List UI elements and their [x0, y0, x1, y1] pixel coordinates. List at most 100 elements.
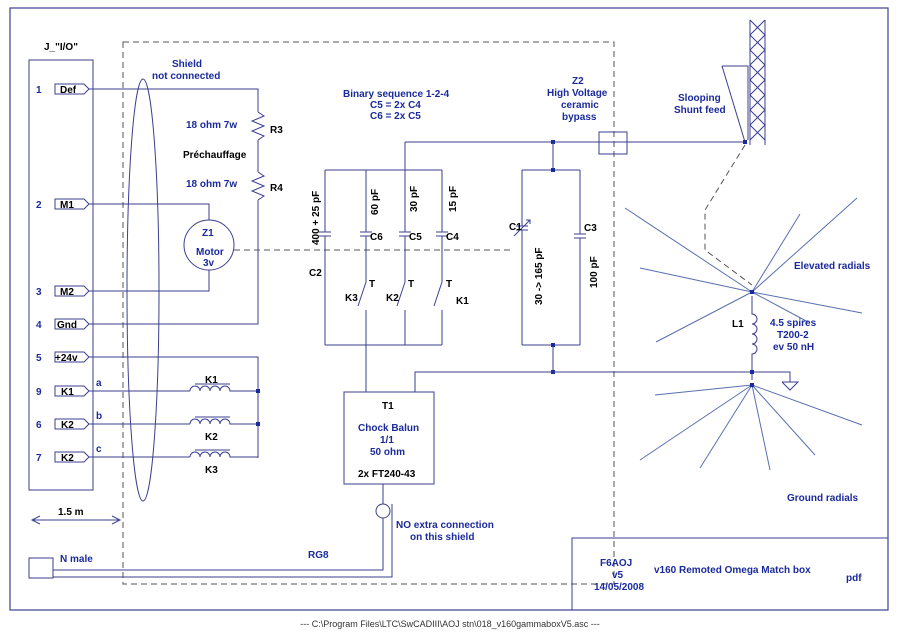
box-enclosure	[122, 41, 615, 585]
pin-numbers: 1 2 3 4 5 9 6 7	[36, 85, 42, 464]
relay-coils	[189, 383, 235, 458]
pin-tags	[54, 83, 90, 463]
z2-line-2: ceramic	[561, 100, 599, 111]
z2-bypass	[598, 131, 628, 155]
ground-radials-label: Ground radials	[787, 493, 859, 504]
connector-title: J_"I/O"	[44, 42, 78, 53]
c6-ref: C6	[370, 232, 383, 243]
svg-text:4: 4	[36, 320, 42, 331]
c4-value: 15 pF	[448, 186, 459, 212]
ground-wire	[414, 371, 752, 392]
ground-radials	[639, 384, 863, 471]
motor-volt: 3v	[203, 258, 215, 269]
shield-label-1: Shield	[172, 59, 202, 70]
binary-line-2: C5 = 2x C4	[370, 100, 421, 111]
no-extra-1: NO extra connection	[396, 520, 494, 531]
c3-value: 100 pF	[589, 256, 600, 288]
balun-line-4: 2x FT240-43	[358, 469, 416, 480]
svg-text:K2: K2	[61, 453, 74, 464]
wire-b: b	[96, 411, 102, 422]
balun-line-1: Chock Balun	[358, 423, 419, 434]
c2-value: 400 + 25 pF	[311, 191, 322, 245]
svg-text:K1: K1	[61, 387, 74, 398]
wire-c: c	[96, 444, 102, 455]
svg-text:M2: M2	[60, 287, 74, 298]
file-path-footer: --- C:\Program Files\LTC\SwCADIII\AOJ st…	[300, 619, 599, 629]
svg-text:K2: K2	[61, 420, 74, 431]
svg-text:5: 5	[36, 353, 42, 364]
tb-format: pdf	[846, 573, 862, 584]
balun-ref: T1	[382, 401, 394, 412]
c1-value: 30 -> 165 pF	[534, 247, 545, 305]
coil-k3-label: K3	[205, 465, 218, 476]
coax-shield-ring	[375, 503, 391, 519]
svg-text:3: 3	[36, 287, 42, 298]
c3-ref: C3	[584, 223, 597, 234]
contact-t-3: T	[446, 279, 452, 290]
c4-ref: C4	[446, 232, 459, 243]
sheet-border	[9, 7, 889, 611]
binary-line-1: Binary sequence 1-2-4	[343, 89, 450, 100]
c2-ref: C2	[309, 268, 322, 279]
shield-label-2: not connected	[152, 71, 220, 82]
binary-line-3: C6 = 2x C5	[370, 111, 421, 122]
elevated-label: Elevated radials	[794, 261, 871, 272]
connector-block	[28, 59, 94, 491]
svg-text:Def: Def	[60, 85, 77, 96]
svg-text:9: 9	[36, 387, 42, 398]
r3-value: 18 ohm 7w	[186, 120, 237, 131]
capacitor-bank	[319, 142, 448, 392]
c6-value: 60 pF	[370, 189, 381, 215]
title-block	[571, 537, 889, 611]
coil-k1-label: K1	[205, 375, 218, 386]
no-extra-2: on this shield	[410, 532, 474, 543]
pin-labels: Def M1 M2 Gnd +24v K1 K2 K2	[55, 85, 78, 464]
rg8-cable	[53, 518, 384, 571]
wire-a: a	[96, 378, 102, 389]
ground-symbol	[781, 381, 800, 391]
motor-name: Motor	[196, 247, 224, 258]
z2-ref: Z2	[572, 76, 584, 87]
n-male-label: N male	[60, 554, 93, 565]
motor-z1	[183, 219, 235, 271]
n-male-connector	[28, 557, 54, 579]
r3-ref: R3	[270, 125, 283, 136]
svg-text:Gnd: Gnd	[57, 320, 77, 331]
c5-value: 30 pF	[409, 186, 420, 212]
tower	[749, 19, 766, 145]
svg-text:M1: M1	[60, 200, 74, 211]
z2-line-3: bypass	[562, 112, 597, 123]
sloping-line-1: Slooping	[678, 93, 721, 104]
motor-ref: Z1	[202, 228, 214, 239]
svg-text:2: 2	[36, 200, 42, 211]
contact-t-1: T	[369, 279, 375, 290]
balun-t1	[343, 391, 435, 485]
control-wiring	[89, 88, 259, 458]
balun-line-2: 1/1	[380, 435, 394, 446]
contact-k3: K3	[345, 293, 358, 304]
mast-dashed	[704, 144, 753, 286]
l1-line-1: 4.5 spires	[770, 318, 817, 329]
svg-text:1: 1	[36, 85, 42, 96]
r4-ref: R4	[270, 183, 283, 194]
shunt-feed-wire	[722, 65, 749, 140]
contact-t-2: T	[408, 279, 414, 290]
contact-k1: K1	[456, 296, 469, 307]
svg-text:6: 6	[36, 420, 42, 431]
contact-k2: K2	[386, 293, 399, 304]
c1-ref: C1	[509, 222, 522, 233]
tb-date: 14/05/2008	[594, 582, 644, 593]
shield-ellipse	[126, 78, 160, 502]
balun-line-3: 50 ohm	[370, 447, 405, 458]
inductor-l1	[751, 296, 758, 380]
tb-version: v5	[612, 570, 624, 581]
length-label: 1.5 m	[58, 507, 84, 518]
resistor-r3	[250, 111, 266, 141]
svg-text:+24v: +24v	[55, 353, 78, 364]
l1-line-2: T200-2	[777, 330, 809, 341]
tuning-caps	[513, 142, 586, 372]
sloping-line-2: Shunt feed	[674, 105, 726, 116]
elevated-radials	[624, 197, 863, 343]
tb-author: F6AOJ	[600, 558, 632, 569]
